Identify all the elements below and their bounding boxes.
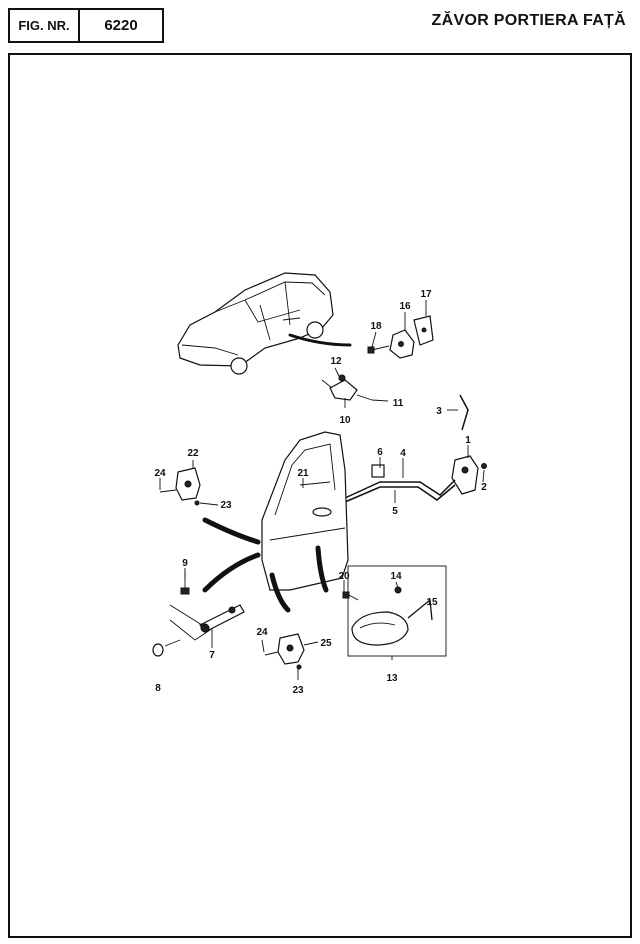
callout-24-upper: 24 [154, 468, 166, 479]
callout-7: 7 [209, 650, 215, 661]
page-title: ZĂVOR PORTIERA FAȚĂ [431, 12, 626, 29]
callout-leaders [159, 300, 485, 680]
upper-door-hinge [159, 467, 201, 506]
fig-number-value: 6220 [78, 8, 164, 43]
callout-23-lower: 23 [292, 685, 304, 696]
callout-5: 5 [392, 506, 398, 517]
callout-25: 25 [320, 638, 332, 649]
callout-11: 11 [393, 398, 404, 409]
callout-9: 9 [182, 558, 188, 569]
callout-24-lower: 24 [256, 627, 268, 638]
callout-21: 21 [297, 468, 309, 479]
callout-17: 17 [420, 289, 432, 300]
callout-6: 6 [377, 447, 383, 458]
latch-cables [344, 464, 456, 503]
diagram-frame [8, 53, 632, 938]
front-door-outline [261, 431, 349, 591]
car-illustration [177, 272, 334, 375]
lock-cylinder-parts [321, 374, 373, 401]
callout-20: 20 [338, 571, 350, 582]
callout-4: 4 [400, 448, 406, 459]
callout-23-upper: 23 [220, 500, 232, 511]
callout-8: 8 [155, 683, 161, 694]
callout-18: 18 [370, 321, 382, 332]
callout-2: 2 [481, 482, 487, 493]
callout-14: 14 [390, 571, 402, 582]
hinge-assembly-upper [367, 315, 434, 359]
outside-handle-assembly [342, 565, 447, 657]
door-check-strap [152, 570, 245, 657]
callout-12: 12 [330, 356, 342, 367]
callout-15: 15 [426, 597, 438, 608]
door-latch [451, 455, 487, 495]
callout-3: 3 [436, 406, 442, 417]
callout-22: 22 [187, 448, 199, 459]
lower-door-hinge [264, 633, 305, 670]
callout-1: 1 [465, 435, 471, 446]
callout-16: 16 [399, 301, 411, 312]
callout-10: 10 [339, 415, 351, 426]
callout-numbers: 1 2 3 4 5 6 7 8 9 10 11 12 13 14 15 16 1… [154, 289, 487, 696]
callout-13: 13 [386, 673, 398, 684]
